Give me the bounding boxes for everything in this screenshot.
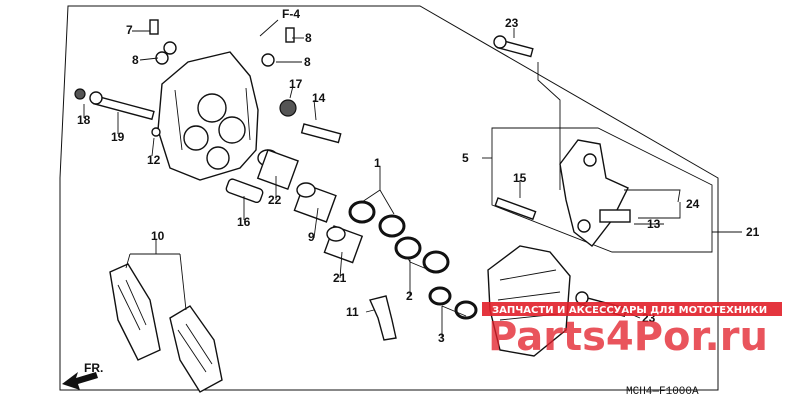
bleeder-screw (149, 19, 159, 35)
callout-19: 21 (333, 271, 347, 285)
pin-bolt (89, 91, 155, 121)
callout-8b: 8 (305, 31, 312, 45)
pad-retainer (599, 209, 631, 223)
leader-lines (83, 28, 742, 338)
callout-15: 16 (237, 215, 251, 229)
boot-16 (279, 99, 297, 117)
seal-set-3 (428, 286, 478, 320)
watermark: Parts4Por.ru ЗАПЧАСТИ И АКСЕССУАРЫ ДЛЯ М… (482, 302, 782, 360)
callout-16: 17 (289, 77, 303, 91)
pin-cap (74, 88, 86, 100)
caliper-body (157, 51, 259, 181)
o-ring-11 (151, 127, 161, 137)
callout-10: 11 (346, 305, 359, 319)
callout-22: 23 (505, 16, 519, 30)
callout-12: 13 (647, 217, 661, 231)
bleeder-screw-b (285, 27, 295, 43)
piston-20 (256, 149, 299, 191)
callout-2: 2 (406, 289, 413, 303)
callout-17: 18 (77, 113, 91, 127)
callout-11: 12 (147, 153, 161, 167)
bolt-22-head (493, 35, 507, 49)
callout-8c: 8 (304, 55, 311, 69)
callout-3: 3 (438, 331, 445, 345)
callout-18: 19 (111, 130, 125, 144)
callout-4: 5 (462, 151, 469, 165)
callout-7: 7 (126, 23, 133, 37)
callout-21: 21 (746, 225, 760, 239)
callout-1: 1 (374, 156, 381, 170)
piston-19 (323, 225, 364, 264)
callout-9: 9 (308, 230, 315, 244)
piston-9 (293, 182, 337, 223)
front-direction-arrow: FR. (62, 361, 103, 390)
callout-20: 22 (268, 193, 282, 207)
callout-13: 14 (312, 91, 326, 105)
caliper-half (487, 245, 571, 357)
bleeder-cap (163, 41, 177, 55)
pin-13 (300, 123, 342, 144)
bracket-subframe (491, 127, 713, 253)
callout-5: 10 (151, 229, 165, 243)
callout-14: 15 (513, 171, 527, 185)
callout-8a: 8 (132, 53, 139, 67)
callout-24: 24 (686, 197, 700, 211)
brake-pad-right (169, 305, 223, 393)
cap-8b (261, 53, 275, 67)
front-direction-label: FR. (84, 361, 103, 375)
seal-set-1 (348, 200, 406, 238)
brake-pad-left (109, 263, 161, 361)
section-ref-arrow (259, 19, 279, 37)
section-ref-label: F-4 (282, 7, 300, 21)
pin-14 (494, 197, 537, 221)
caliper-bracket (559, 139, 629, 247)
watermark-brand: Parts4Por.ru (488, 314, 768, 360)
diagram-code: MCH4—F1000A (626, 386, 699, 398)
boot-15 (225, 178, 264, 204)
pad-spring (369, 295, 397, 341)
watermark-slogan: ЗАПЧАСТИ И АКСЕССУАРЫ ДЛЯ МОТОТЕХНИКИ (492, 305, 767, 316)
seal-set-2 (394, 236, 450, 274)
assembly-frame (59, 5, 719, 391)
